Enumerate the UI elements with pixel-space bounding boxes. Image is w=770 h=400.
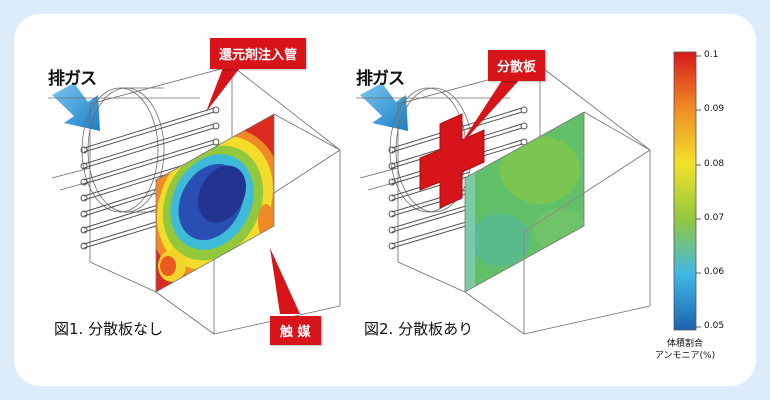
colorbar [673,51,697,331]
colorbar-tick-label: 0.05 [704,321,725,331]
exhaust-gas-label-left: 排ガス [48,69,97,89]
exhaust-arrow-right [360,83,408,131]
concentration-plate-left [156,114,274,292]
colorbar-title: 体積割合 アンモニア(%) [652,338,718,362]
catalyst-callout-pointer [270,248,300,314]
colorbar-tick-label: 0.1 [704,50,719,60]
right-diagram [356,65,651,335]
colorbar-title-line1: 体積割合 [666,339,703,349]
exhaust-gas-label-right: 排ガス [356,69,405,89]
colorbar-title-line2: アンモニア(%) [654,351,716,361]
figure-card [14,14,756,386]
dispersion-plate [419,113,485,209]
plate-callout-pointer [458,68,530,148]
colorbar-ticks [696,55,701,328]
pipe-callout-pointer [206,60,246,112]
colorbar-tick-label: 0.06 [704,267,725,277]
colorbar-tick-label: 0.08 [704,159,725,169]
reductant-pipe-callout: 還元剤注入管 [210,38,307,69]
figure-2-caption: 図2. 分散板あり [364,320,474,338]
left-diagram [48,65,341,335]
figure-1-caption: 図1. 分散板なし [54,320,164,338]
catalyst-callout: 触 媒 [270,316,321,345]
exhaust-arrow-left [52,83,100,131]
dispersion-plate-callout: 分散板 [488,50,546,81]
colorbar-tick-label: 0.07 [704,213,725,223]
colorbar-tick-label: 0.09 [704,104,725,114]
